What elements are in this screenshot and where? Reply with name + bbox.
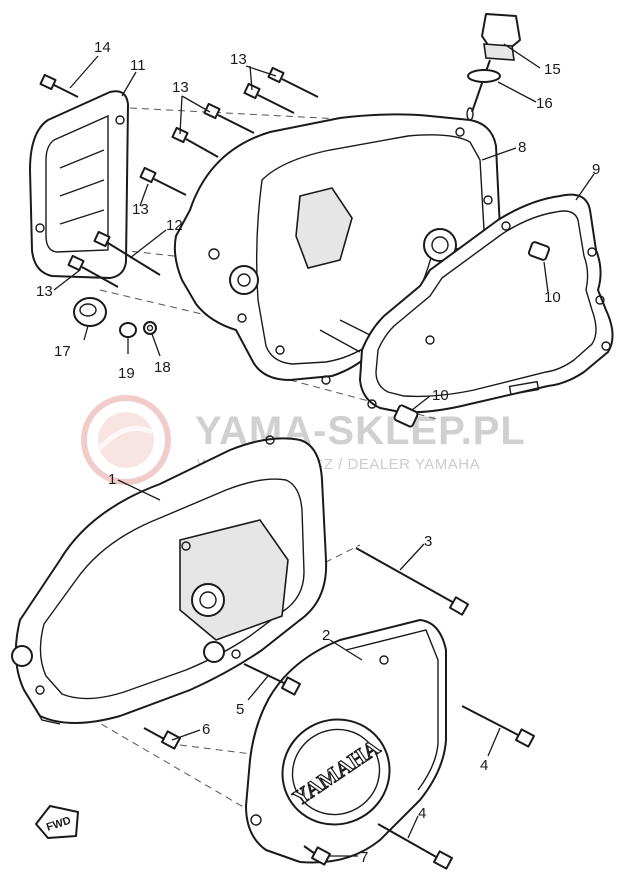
- part-4-bolt-lower: [377, 823, 453, 870]
- watermark: YAMA-SKLEP.PL WOJCIECHOWICZ / DEALER YAM…: [81, 395, 525, 485]
- part-1-main-cover: [11, 435, 328, 725]
- part-15-oil-filler-cap: [466, 13, 521, 121]
- direction-tag: FWD: [35, 805, 79, 839]
- part-17-cap: [73, 297, 107, 327]
- part-12-bolt: [93, 230, 161, 276]
- label-16: 16: [536, 95, 553, 112]
- label-13-side: 13: [132, 201, 149, 218]
- label-6: 6: [202, 721, 210, 738]
- part-19-plug: [119, 322, 137, 338]
- part-10-dowel-lower: [393, 404, 419, 428]
- label-19: 19: [118, 365, 135, 382]
- label-18: 18: [154, 359, 171, 376]
- arrow-left-icon: [35, 805, 79, 839]
- part-3-bolt: [355, 547, 470, 616]
- leader-lines: [53, 43, 595, 857]
- part-11-side-cover: [29, 90, 129, 279]
- label-5: 5: [236, 701, 244, 718]
- part-6-bolt: [143, 727, 181, 750]
- part-18-washer: [143, 321, 157, 335]
- part-5-bolt: [243, 663, 301, 696]
- label-4-upper: 4: [480, 757, 488, 774]
- part-14-screw: [39, 73, 79, 98]
- label-11: 11: [130, 57, 146, 74]
- part-16-o-ring: [467, 69, 501, 83]
- label-1: 1: [108, 471, 116, 488]
- label-13-bottom: 13: [36, 283, 53, 300]
- part-4-bolt-upper: [461, 705, 535, 748]
- watermark-logo-icon: [81, 395, 171, 485]
- label-13-top: 13: [230, 51, 247, 68]
- label-12: 12: [166, 217, 183, 234]
- label-4-lower: 4: [418, 805, 426, 822]
- part-8-crankcase-cover: [173, 113, 501, 385]
- part-10-dowel-upper: [527, 241, 551, 261]
- label-13-mid: 13: [172, 79, 189, 96]
- label-9: 9: [592, 161, 600, 178]
- label-3: 3: [424, 533, 432, 550]
- label-17: 17: [54, 343, 71, 360]
- label-14: 14: [94, 39, 111, 56]
- label-10-upper: 10: [544, 289, 561, 306]
- label-15: 15: [544, 61, 561, 78]
- label-8: 8: [518, 139, 526, 156]
- part-13-screw-lower: [67, 254, 119, 288]
- label-7: 7: [360, 849, 368, 866]
- label-2: 2: [322, 627, 330, 644]
- reference-numbers: 14 11 13 13 13 12 13 15 16 8 9 10 10 17 …: [36, 39, 600, 866]
- part-2-outer-cover: YAMAHA: [245, 619, 447, 864]
- part-7-bolt: [303, 845, 331, 866]
- part-13-screws-upper: [139, 66, 319, 196]
- label-10-lower: 10: [432, 387, 449, 404]
